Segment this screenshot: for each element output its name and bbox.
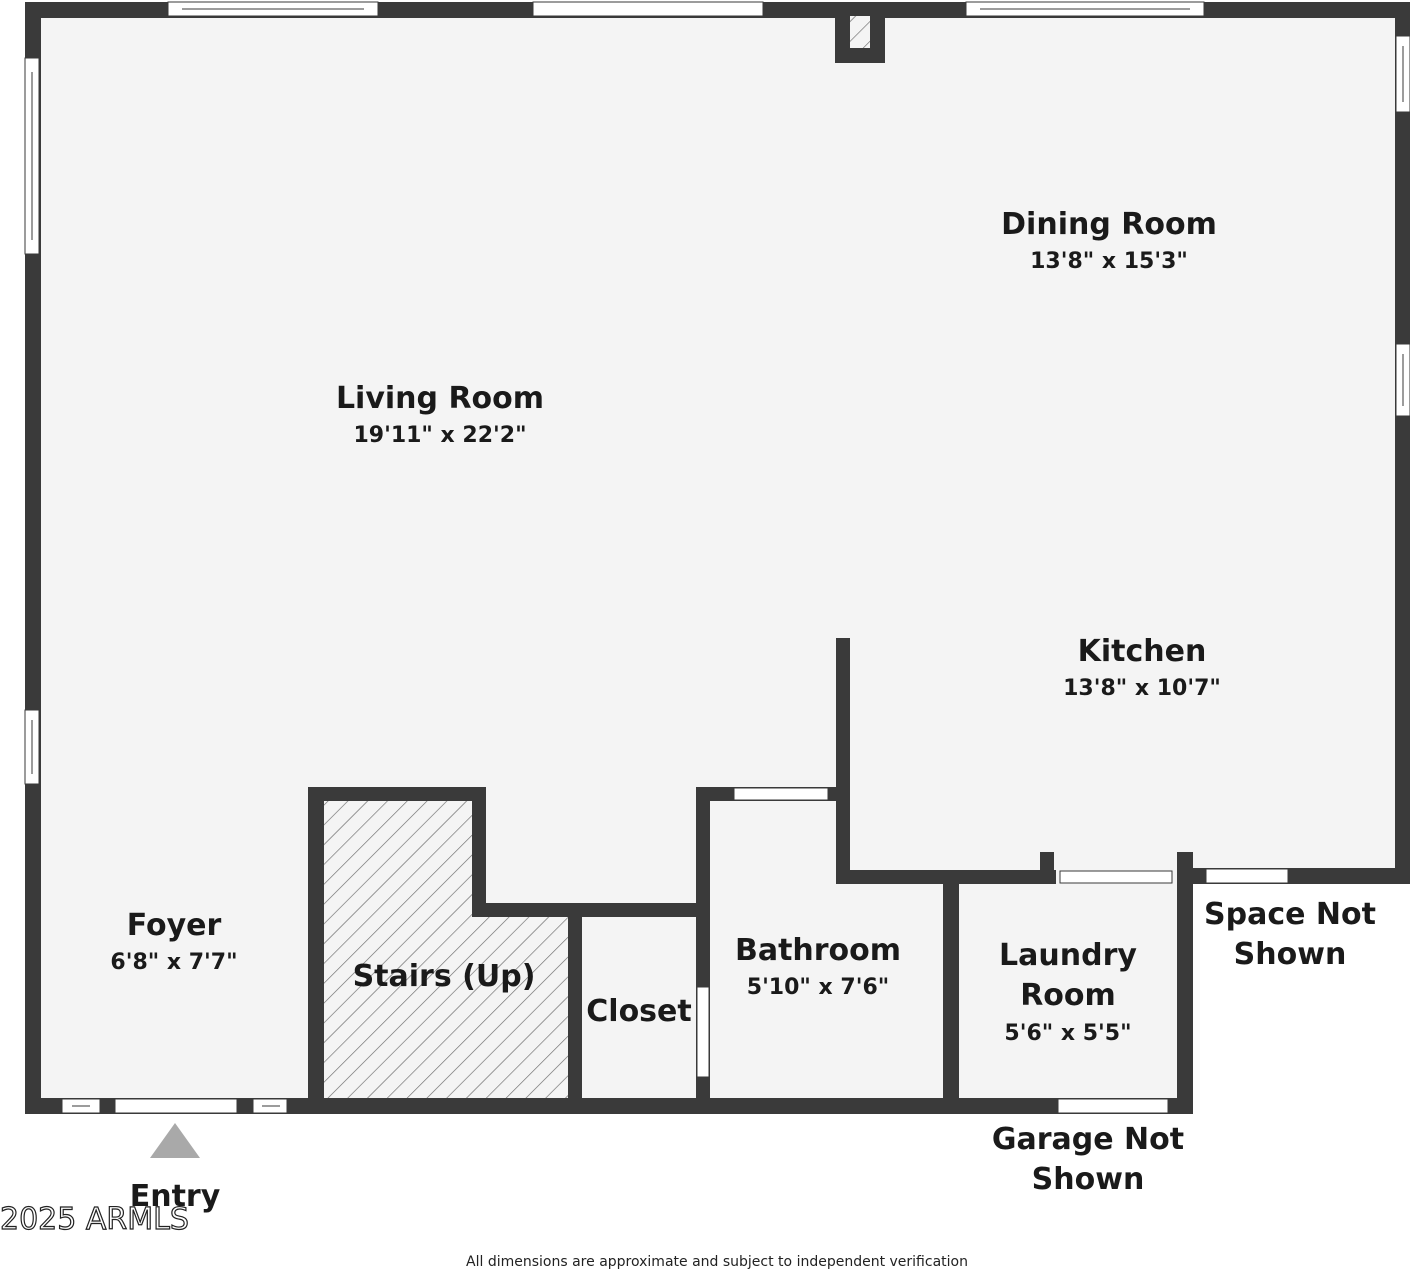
floor-fill [32,10,1402,1106]
kitchen-name: Kitchen [1078,634,1207,669]
living-room-dims: 19'11" x 22'2" [353,423,526,448]
garage-not-shown-line2: Shown [1032,1162,1145,1197]
entry-arrow-icon [150,1123,200,1158]
space-not-shown-line1: Space Not [1204,897,1376,932]
space-not-shown-line2: Shown [1234,937,1347,972]
laundry-name-line2: Room [1020,978,1116,1013]
living-room-name: Living Room [336,381,544,416]
dining-room-name: Dining Room [1001,207,1217,242]
foyer-dims: 6'8" x 7'7" [110,950,237,975]
stairs-hatch [316,795,575,1100]
laundry-name-line1: Laundry [999,938,1137,973]
kitchen-dims: 13'8" x 10'7" [1063,676,1221,701]
entry-label: Entry [130,1179,221,1214]
laundry-dims: 5'6" x 5'5" [1004,1021,1131,1046]
chimney [835,2,885,63]
dining-room-dims: 13'8" x 15'3" [1030,249,1188,274]
copyright-watermark: 2025 ARMLS [0,1202,189,1237]
bathroom-name: Bathroom [735,933,901,968]
stairs-name: Stairs (Up) [353,959,536,994]
foyer-name: Foyer [127,908,222,943]
garage-not-shown-line1: Garage Not [992,1122,1184,1157]
closet-name: Closet [586,994,691,1029]
disclaimer: All dimensions are approximate and subje… [466,1254,968,1270]
bathroom-dims: 5'10" x 7'6" [747,975,889,1000]
windows [24,1,1410,1114]
